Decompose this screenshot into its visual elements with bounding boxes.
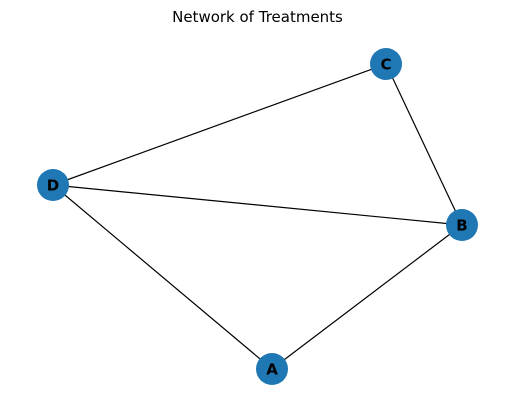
node-label: A [266,361,278,379]
nodes-layer: A B C D [37,48,478,385]
edge-d-c [52,63,387,186]
diagram-title: Network of Treatments [172,8,343,26]
node-a: A [256,353,288,385]
node-circle [446,209,478,241]
edge-d-a [52,184,273,370]
node-circle [256,353,288,385]
edge-d-b [52,184,463,226]
edge-b-a [271,224,463,370]
node-label: B [456,217,467,235]
node-c: C [370,48,402,80]
node-b: B [446,209,478,241]
node-circle [37,169,69,201]
node-label: C [380,56,391,74]
node-circle [370,48,402,80]
edges-layer [52,63,463,370]
node-d: D [37,169,69,201]
edge-c-b [385,63,463,226]
node-label: D [47,177,59,195]
